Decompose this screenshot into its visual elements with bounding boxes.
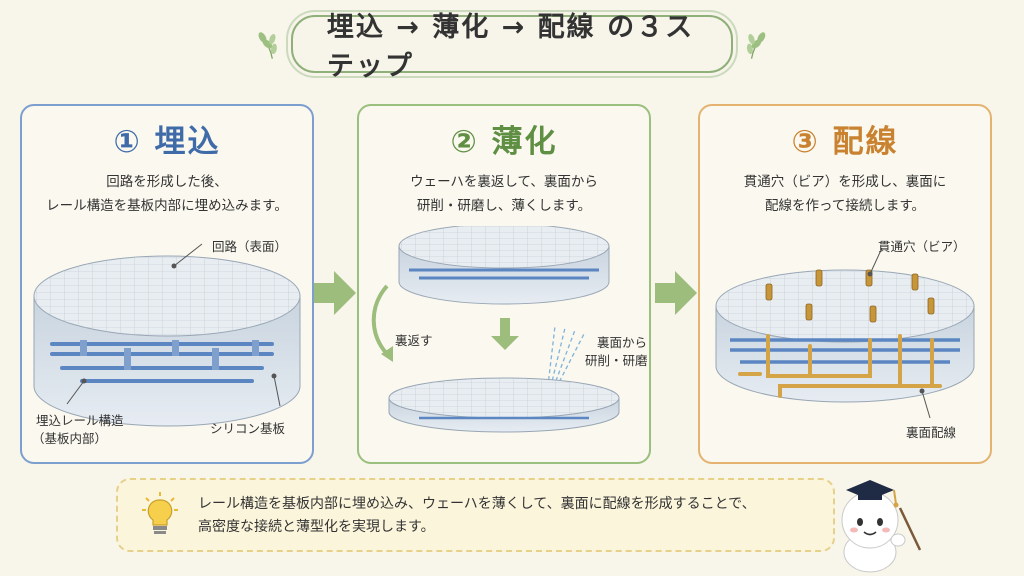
summary-line: 高密度な接続と薄型化を実現します。: [198, 519, 435, 535]
summary-callout: レール構造を基板内部に埋め込み、ウェーハを薄くして、裏面に配線を形成することで、…: [116, 478, 835, 552]
step-title: ③ 配線: [791, 124, 899, 160]
via-pillars: [765, 269, 935, 323]
desc-line: 貫通穴（ビア）を形成し、裏面に: [743, 174, 947, 190]
backside-wiring: [738, 334, 942, 398]
label-backside-grind: 裏面から: [597, 335, 648, 350]
step-arrow-icon: [314, 271, 356, 315]
desc-line: 配線を作って接続します。: [765, 198, 925, 214]
desc-line: 研削・研磨し、薄くします。: [416, 198, 592, 214]
step-arrow-icon: [655, 271, 697, 315]
leaf-icon: [747, 32, 766, 59]
step-panel-wiring: ③ 配線 貫通穴（ビア）を形成し、裏面に 配線を作って接続します。: [698, 104, 992, 464]
wafer-thin-illustration: [371, 226, 620, 433]
label-buried-rail: 埋込レール構造: [36, 413, 124, 428]
title-banner: 埋込 → 薄化 → 配線 の３ステップ: [256, 12, 768, 82]
rail-vias: [80, 340, 259, 370]
step-description: ウェーハを裏返して、裏面から 研削・研磨し、薄くします。: [359, 170, 649, 218]
desc-line: 回路を形成した後、: [106, 174, 228, 190]
label-via: 貫通穴（ビア）: [878, 239, 966, 254]
wafer-wiring-illustration: [715, 247, 975, 419]
step-panel-embed: ① 埋込 回路を形成した後、 レール構造を基板内部に埋め込みます。 回路（表面）: [20, 104, 314, 464]
label-surface-circuit: 回路（表面）: [212, 239, 288, 254]
summary-text: レール構造を基板内部に埋め込み、ウェーハを薄くして、裏面に配線を形成することで、…: [198, 493, 828, 539]
page-title: 埋込 → 薄化 → 配線 の３ステップ: [326, 12, 695, 82]
label-backside-grind-sub: 研削・研磨: [585, 353, 648, 368]
title-box: 埋込 → 薄化 → 配線 の３ステップ: [290, 12, 734, 82]
lightbulb-icon: [142, 492, 178, 534]
desc-line: ウェーハを裏返して、裏面から: [410, 174, 598, 190]
step-description: 貫通穴（ビア）を形成し、裏面に 配線を作って接続します。: [700, 170, 990, 218]
desc-line: レール構造を基板内部に埋め込みます。: [46, 198, 288, 214]
buried-rail-lines: [50, 342, 274, 383]
teacher-mascot-icon: [841, 480, 922, 573]
label-backside-wiring: 裏面配線: [906, 425, 957, 440]
step-title: ② 薄化: [450, 124, 558, 160]
step-description: 回路を形成した後、 レール構造を基板内部に埋め込みます。: [22, 170, 312, 218]
leaf-icon: [258, 32, 277, 59]
step-panel-thin: ② 薄化 ウェーハを裏返して、裏面から 研削・研磨し、薄くします。: [357, 104, 651, 464]
summary-line: レール構造を基板内部に埋め込み、ウェーハを薄くして、裏面に配線を形成することで、: [198, 496, 756, 512]
label-silicon-substrate: シリコン基板: [210, 421, 286, 436]
wafer-embed-illustration: [33, 243, 301, 427]
label-buried-rail-sub: （基板内部）: [32, 431, 108, 446]
step-title: ① 埋込: [113, 124, 221, 160]
label-flip: 裏返す: [395, 333, 433, 348]
